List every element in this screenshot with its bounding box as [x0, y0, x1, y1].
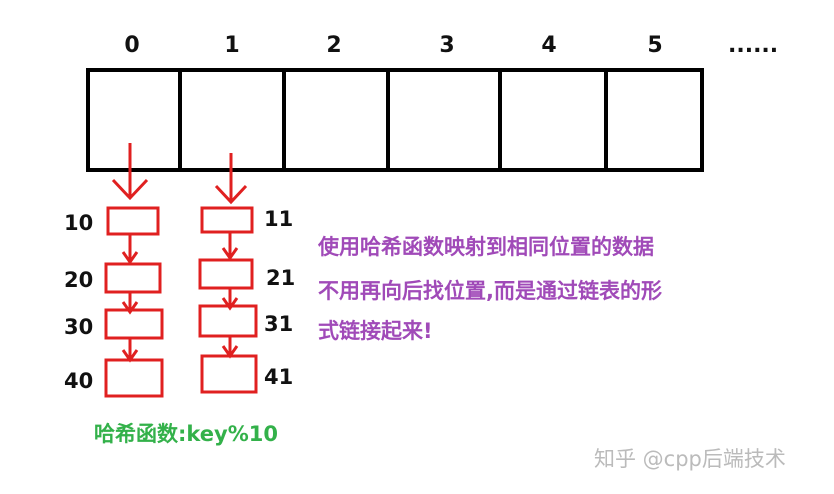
- chain-node: [200, 206, 254, 234]
- key-label: 30: [64, 315, 93, 339]
- bucket-cell: [386, 68, 502, 172]
- chain-arrowhead: [221, 297, 239, 311]
- key-label: 31: [264, 312, 293, 336]
- chain-keys-bucket-1: 11 21 31 41: [264, 207, 295, 389]
- chain-arrowhead: [121, 251, 139, 265]
- key-label: 21: [266, 266, 295, 290]
- array-index-labels: 0 1 2 3 4 5 ......: [124, 33, 778, 58]
- array-index-label: 3: [439, 33, 454, 58]
- array-index-label: 0: [124, 33, 139, 58]
- chain-node: [104, 308, 164, 340]
- chain-node: [200, 354, 258, 394]
- array-index-label: 1: [224, 33, 239, 58]
- bucket-cell: [86, 68, 182, 172]
- bucket-cell: [282, 68, 390, 172]
- chain-node: [106, 206, 160, 236]
- bucket-cell: [604, 68, 704, 172]
- chain-arrowhead: [221, 247, 239, 261]
- key-label: 41: [264, 365, 293, 389]
- array-ellipsis: ......: [728, 33, 778, 58]
- bucket-array: [86, 68, 704, 172]
- watermark: 知乎 @cpp后端技术: [594, 447, 786, 471]
- bucket-cell: [498, 68, 608, 172]
- key-label: 11: [264, 207, 293, 231]
- chain-bucket-0: [104, 143, 164, 398]
- chain-node: [104, 358, 164, 398]
- description-line: 使用哈希函数映射到相同位置的数据: [317, 235, 654, 259]
- chain-node: [198, 258, 254, 290]
- array-index-label: 4: [541, 33, 556, 58]
- hash-function-label: 哈希函数:key%10: [94, 422, 278, 446]
- description-line: 不用再向后找位置,而是通过链表的形: [318, 279, 662, 303]
- array-index-label: 2: [326, 33, 341, 58]
- description-line: 式链接起来!: [318, 319, 433, 343]
- key-label: 40: [64, 369, 93, 393]
- chain-arrowhead: [111, 178, 149, 201]
- key-label: 10: [64, 211, 93, 235]
- chain-keys-bucket-0: 10 20 30 40: [64, 211, 93, 393]
- chain-node: [104, 262, 162, 294]
- key-label: 20: [64, 268, 93, 292]
- array-index-label: 5: [647, 33, 662, 58]
- description-block: 使用哈希函数映射到相同位置的数据 不用再向后找位置,而是通过链表的形 式链接起来…: [317, 235, 662, 343]
- chain-arrowhead: [121, 301, 139, 315]
- chain-node: [198, 304, 258, 338]
- chain-bucket-1: [198, 153, 258, 394]
- chain-arrowhead: [214, 184, 248, 205]
